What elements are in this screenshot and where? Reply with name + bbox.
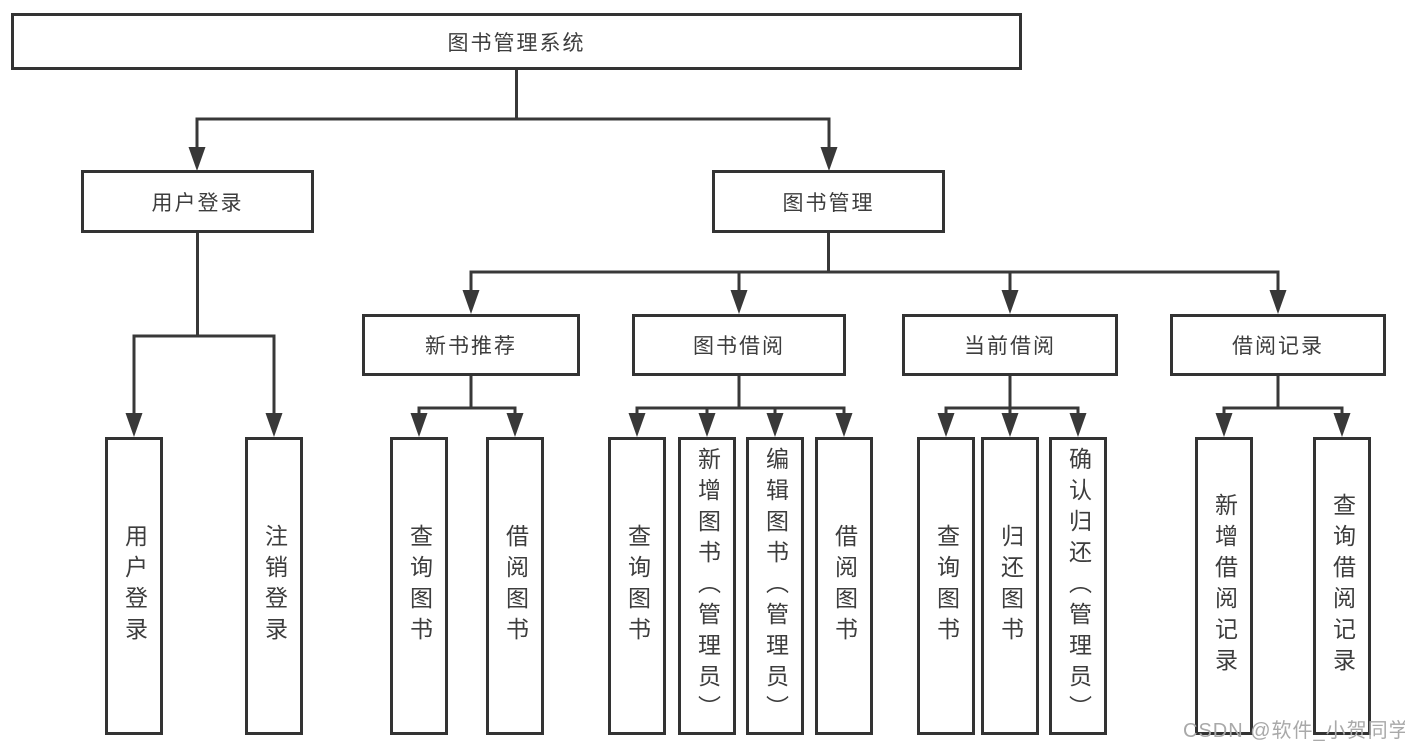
node-label: 当前借阅 bbox=[964, 335, 1056, 358]
connector-root bbox=[195, 70, 831, 150]
arrow-down-icon bbox=[820, 147, 838, 171]
arrow-down-icon bbox=[265, 413, 283, 437]
connector-records bbox=[1222, 376, 1344, 416]
arrow-down-icon bbox=[1001, 413, 1019, 437]
leaf-label: 归还图书 bbox=[997, 524, 1024, 648]
leaf-label: 新增图书（管理员） bbox=[694, 446, 721, 726]
connector-lines bbox=[132, 70, 1344, 416]
arrow-down-icon bbox=[1333, 413, 1351, 437]
node-user-login: 用户登录 bbox=[81, 170, 314, 233]
arrow-down-icon bbox=[628, 413, 646, 437]
arrow-down-icon bbox=[937, 413, 955, 437]
connector-book-borrow bbox=[635, 376, 846, 416]
arrow-down-icon bbox=[1069, 413, 1087, 437]
arrow-down-icon bbox=[766, 413, 784, 437]
arrow-down-icon bbox=[1215, 413, 1233, 437]
connector-book-mgmt bbox=[469, 233, 1280, 293]
leaf-query-borrow-record: 查询借阅记录 bbox=[1313, 437, 1371, 735]
arrow-down-icon bbox=[1269, 290, 1287, 314]
node-label: 图书管理系统 bbox=[447, 31, 586, 55]
leaf-label: 借阅图书 bbox=[502, 524, 529, 648]
leaf-label: 新增借阅记录 bbox=[1211, 493, 1238, 679]
leaf-add-book-admin: 新增图书（管理员） bbox=[678, 437, 736, 735]
leaf-label: 注销登录 bbox=[261, 524, 288, 648]
leaf-query-books-current: 查询图书 bbox=[917, 437, 975, 735]
leaf-label: 借阅图书 bbox=[831, 524, 858, 648]
csdn-watermark: CSDN @软件_小贺同学 bbox=[1183, 720, 1405, 742]
arrow-down-icon bbox=[835, 413, 853, 437]
leaf-borrow-books: 借阅图书 bbox=[815, 437, 873, 735]
leaf-logout: 注销登录 bbox=[245, 437, 303, 735]
arrow-down-icon bbox=[1001, 290, 1019, 314]
node-label: 新书推荐 bbox=[425, 335, 517, 358]
node-book-borrow: 图书借阅 bbox=[632, 314, 846, 376]
node-book-management: 图书管理 bbox=[712, 170, 945, 233]
leaf-label: 查询图书 bbox=[624, 524, 651, 648]
node-label: 借阅记录 bbox=[1232, 335, 1324, 358]
arrow-down-icon bbox=[730, 290, 748, 314]
leaf-label: 查询借阅记录 bbox=[1329, 493, 1356, 679]
arrow-down-icon bbox=[698, 413, 716, 437]
leaf-user-login: 用户登录 bbox=[105, 437, 163, 735]
leaf-return-book: 归还图书 bbox=[981, 437, 1039, 735]
leaf-label: 编辑图书（管理员） bbox=[762, 446, 789, 726]
leaf-confirm-return-admin: 确认归还（管理员） bbox=[1049, 437, 1107, 735]
node-label: 图书借阅 bbox=[693, 335, 785, 358]
node-new-book-recommend: 新书推荐 bbox=[362, 314, 580, 376]
leaf-label: 查询图书 bbox=[933, 524, 960, 648]
arrow-down-icon bbox=[188, 147, 206, 171]
leaf-query-books-borrow: 查询图书 bbox=[608, 437, 666, 735]
leaf-label: 查询图书 bbox=[406, 524, 433, 648]
node-label: 用户登录 bbox=[151, 191, 244, 215]
leaf-edit-book-admin: 编辑图书（管理员） bbox=[746, 437, 804, 735]
arrow-down-icon bbox=[410, 413, 428, 437]
connector-current bbox=[944, 376, 1080, 416]
connector-user-login bbox=[132, 233, 276, 416]
leaf-borrow-books-recommend: 借阅图书 bbox=[486, 437, 544, 735]
leaf-add-borrow-record: 新增借阅记录 bbox=[1195, 437, 1253, 735]
leaf-query-books-recommend: 查询图书 bbox=[390, 437, 448, 735]
node-borrow-records: 借阅记录 bbox=[1170, 314, 1386, 376]
arrowheads bbox=[125, 147, 1351, 437]
leaf-label: 用户登录 bbox=[121, 524, 148, 648]
node-current-borrow: 当前借阅 bbox=[902, 314, 1118, 376]
arrow-down-icon bbox=[462, 290, 480, 314]
node-label: 图书管理 bbox=[782, 191, 875, 215]
arrow-down-icon bbox=[506, 413, 524, 437]
connector-new-books bbox=[417, 376, 517, 416]
leaf-label: 确认归还（管理员） bbox=[1065, 446, 1092, 726]
arrow-down-icon bbox=[125, 413, 143, 437]
node-library-management-system: 图书管理系统 bbox=[11, 13, 1022, 70]
